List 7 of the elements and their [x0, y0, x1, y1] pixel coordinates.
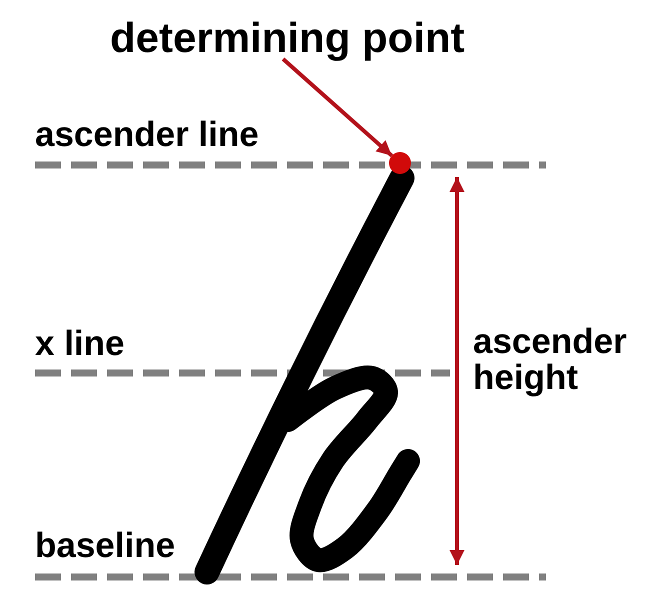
guideline-label: baseline: [35, 528, 176, 564]
dimension-label: ascender height: [473, 324, 627, 396]
leader-arrow: [282, 58, 394, 158]
guideline-label: ascender line: [35, 117, 259, 153]
guideline-label: x line: [35, 326, 124, 362]
point-marker: [389, 152, 411, 174]
annotation-label: determining point: [110, 17, 465, 59]
